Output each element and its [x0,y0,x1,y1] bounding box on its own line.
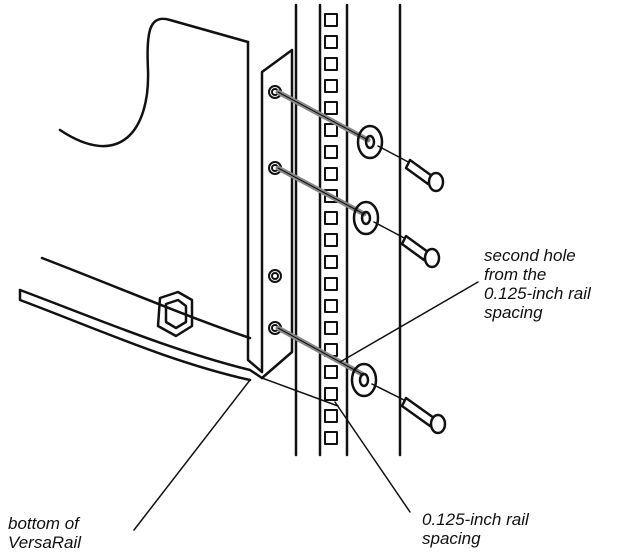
screw-bottom [275,325,447,435]
rail-holes [324,13,338,445]
screw-middle [275,165,441,269]
chassis-tab [156,290,194,338]
cable [58,17,250,148]
leader-rail-spacing [334,401,411,513]
leader-second-hole [339,281,479,363]
leader-bottom-versarail [133,379,251,531]
callout-bottom-versarail: bottom of VersaRail [8,514,82,552]
leader-lines [133,281,479,531]
screw-top [275,89,445,193]
versarail-bracket [246,40,294,380]
callout-second-hole: second hole from the 0.125-inch rail spa… [484,246,591,322]
callout-rail-spacing: 0.125-inch rail spacing [422,510,529,548]
rack-rail [294,3,402,457]
chassis-bottom [18,288,264,380]
